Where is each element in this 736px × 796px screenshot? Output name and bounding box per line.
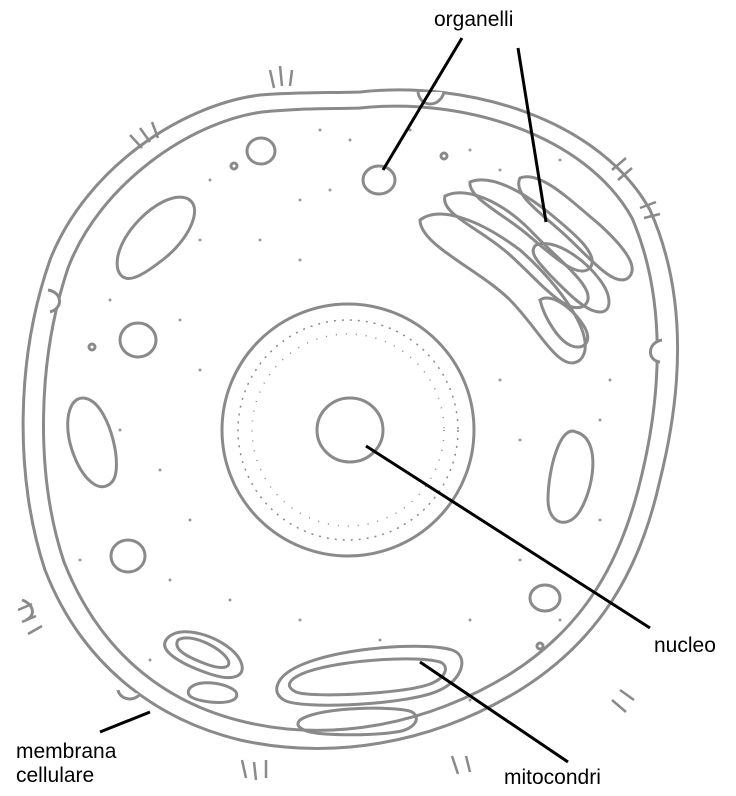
vesicles xyxy=(89,138,560,649)
cell-membrane-label-line-2: cellulare xyxy=(16,764,116,788)
cytoplasm-speckles xyxy=(79,129,612,702)
mitochondria-leader-line xyxy=(420,662,568,762)
nucleus-leader-line xyxy=(366,446,650,628)
mitochondria-label: mitocondri xyxy=(504,766,601,790)
organelles-label: organelli xyxy=(434,8,513,32)
nucleus-label: nucleo xyxy=(654,634,716,658)
cell-membrane-label: membrana cellulare xyxy=(16,740,116,788)
cell-membrane-leader-line xyxy=(100,712,150,732)
membrane-notches xyxy=(22,92,662,699)
cell-membrane-label-line-1: membrana xyxy=(16,740,116,764)
golgi-apparatus xyxy=(420,177,632,363)
organelles-leader-line-1 xyxy=(383,38,462,170)
nucleus xyxy=(222,304,474,556)
mitochondria xyxy=(68,197,593,735)
cell-membrane xyxy=(23,90,677,749)
